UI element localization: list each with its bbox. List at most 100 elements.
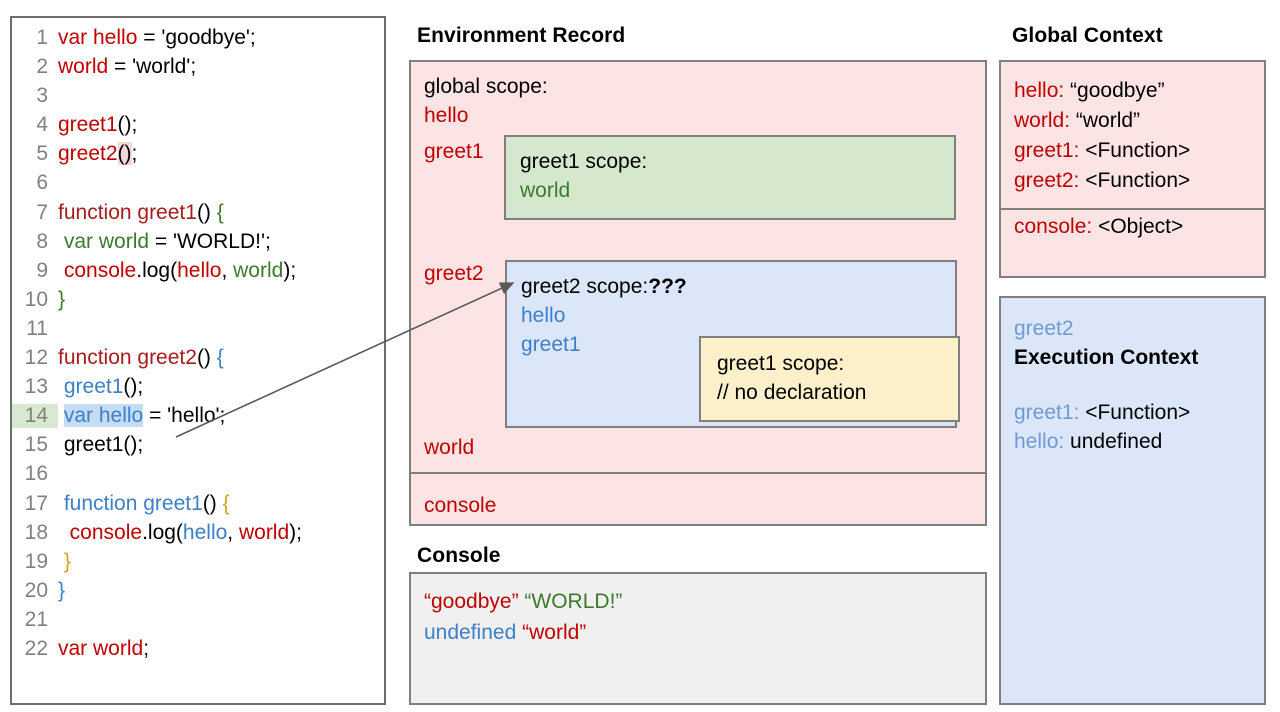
code-line-content: }: [58, 579, 65, 603]
greet1-scope-entry-world: world: [520, 179, 571, 202]
code-line-number: 14: [12, 404, 58, 429]
global-scope-label: global scope:: [424, 75, 548, 98]
code-line[interactable]: 4 greet1();: [12, 113, 384, 142]
code-line-number: 19: [24, 549, 48, 573]
global-context-variable-key: greet1: [1014, 139, 1074, 162]
code-token: var world: [63, 229, 150, 253]
greet2-scope-entry-hello: hello: [521, 304, 566, 327]
global-context-variable-separator: :: [1058, 79, 1071, 102]
execution-context-variable: hello: undefined: [1001, 427, 1264, 456]
greet2-scope-entry-greet1: greet1: [521, 333, 581, 356]
global-context-variable: greet2: <Function>: [1001, 166, 1264, 196]
code-token: hello: [177, 258, 222, 282]
code-token: ;: [131, 142, 138, 166]
code-line-number: 20: [24, 578, 48, 602]
global-context-panel: hello: “goodbye”world: “world”greet1: <F…: [999, 60, 1266, 278]
code-line[interactable]: 6: [12, 171, 384, 200]
code-line-number: 16: [24, 462, 48, 486]
code-token: .log(: [136, 258, 178, 282]
code-line[interactable]: 22 var world;: [12, 637, 384, 666]
global-context-variable-separator: :: [1073, 169, 1086, 192]
global-context-variable-key: world: [1014, 109, 1065, 132]
code-token: greet1: [63, 375, 124, 399]
code-line[interactable]: 20}: [12, 579, 384, 608]
console-output-token: “world”: [522, 621, 587, 644]
console-heading: Console: [417, 544, 501, 567]
execution-context-variable-separator: :: [1058, 430, 1071, 453]
code-token: var world: [58, 636, 144, 660]
code-line-content: greet2();: [58, 142, 137, 166]
execution-context-panel: greet2 Execution Context greet1: <Functi…: [999, 296, 1266, 705]
code-line-number: 17: [24, 491, 48, 515]
code-line-content: greet1();: [58, 375, 143, 399]
environment-record-panel: global scope: hello greet1 greet2 world …: [409, 60, 987, 526]
global-context-variable-value: “goodbye”: [1070, 79, 1165, 102]
code-line-number: 11: [26, 316, 48, 340]
code-token: .log(: [142, 520, 183, 544]
code-line[interactable]: 10}: [12, 288, 384, 317]
console-output-token: “goodbye”: [424, 590, 519, 613]
code-line-content: var world;: [58, 637, 149, 661]
code-line[interactable]: 14 var hello = 'hello';: [12, 404, 384, 433]
code-line-number: 9: [36, 258, 48, 282]
global-context-variable-value: <Function>: [1085, 139, 1191, 162]
execution-context-title-block: greet2 Execution Context: [1001, 298, 1264, 372]
global-context-variable-separator: :: [1064, 109, 1076, 132]
global-context-variable-separator: :: [1073, 139, 1086, 162]
greet2-scope-box: greet2 scope:??? hello greet1 greet1 sco…: [505, 260, 960, 428]
code-token: ();: [123, 375, 144, 399]
greet1-scope-box: greet1 scope: world: [504, 135, 956, 220]
code-line[interactable]: 13 greet1();: [12, 375, 384, 404]
code-line[interactable]: 16: [12, 462, 384, 491]
global-context-divider: [1001, 208, 1264, 210]
code-line-number: 13: [24, 375, 48, 399]
execution-context-variable-value: <Function>: [1085, 401, 1191, 424]
greet1-scope-title: greet1 scope:: [520, 150, 648, 173]
code-token: greet1: [58, 113, 118, 137]
binding-greet1: greet1: [424, 140, 484, 163]
code-line-content: greet1();: [58, 113, 137, 137]
code-line-number: 22: [24, 636, 48, 660]
code-line[interactable]: 11: [12, 317, 384, 346]
code-line[interactable]: 3: [12, 84, 384, 113]
console-output-token: undefined: [424, 621, 517, 644]
code-line[interactable]: 15 greet1();: [12, 433, 384, 462]
code-line-number: 8: [36, 229, 48, 253]
code-token: greet1();: [58, 433, 144, 457]
code-line[interactable]: 17 function greet1() {: [12, 492, 384, 521]
code-line[interactable]: 21: [12, 608, 384, 637]
greet1-inner-scope-box: greet1 scope: // no declaration: [699, 336, 960, 422]
code-line[interactable]: 18 console.log(hello, world);: [12, 521, 384, 550]
environment-record-divider: [411, 472, 985, 474]
code-line-number: 21: [24, 607, 48, 631]
code-token: (): [117, 142, 132, 166]
code-token: (): [196, 200, 217, 224]
code-line[interactable]: 9 console.log(hello, world);: [12, 259, 384, 288]
code-line-content: var world = 'WORLD!';: [58, 230, 271, 254]
code-line-content: var hello = 'hello';: [58, 404, 225, 428]
code-line-content: }: [58, 550, 71, 574]
code-line-number: 4: [36, 113, 48, 137]
code-token: {: [222, 491, 230, 515]
execution-context-variable-value: undefined: [1070, 430, 1163, 453]
code-line-content: world = 'world';: [58, 55, 196, 79]
code-line-number: 10: [24, 287, 48, 311]
code-line-number: 7: [36, 200, 48, 224]
execution-context-variable-key: greet1: [1014, 401, 1074, 424]
greet2-scope-title-row: greet2 scope:???: [521, 272, 955, 301]
code-token: var hello: [63, 404, 144, 428]
code-token: ;: [143, 636, 150, 660]
code-line[interactable]: 19 }: [12, 550, 384, 579]
code-token: function greet2: [58, 346, 197, 370]
code-line-number: 5: [36, 142, 48, 166]
global-context-variable: greet1: <Function>: [1001, 136, 1264, 166]
code-line-content: }: [58, 288, 65, 312]
code-line[interactable]: 5 greet2();: [12, 142, 384, 171]
code-token: var hello: [58, 26, 138, 49]
code-line[interactable]: 8 var world = 'WORLD!';: [12, 230, 384, 259]
